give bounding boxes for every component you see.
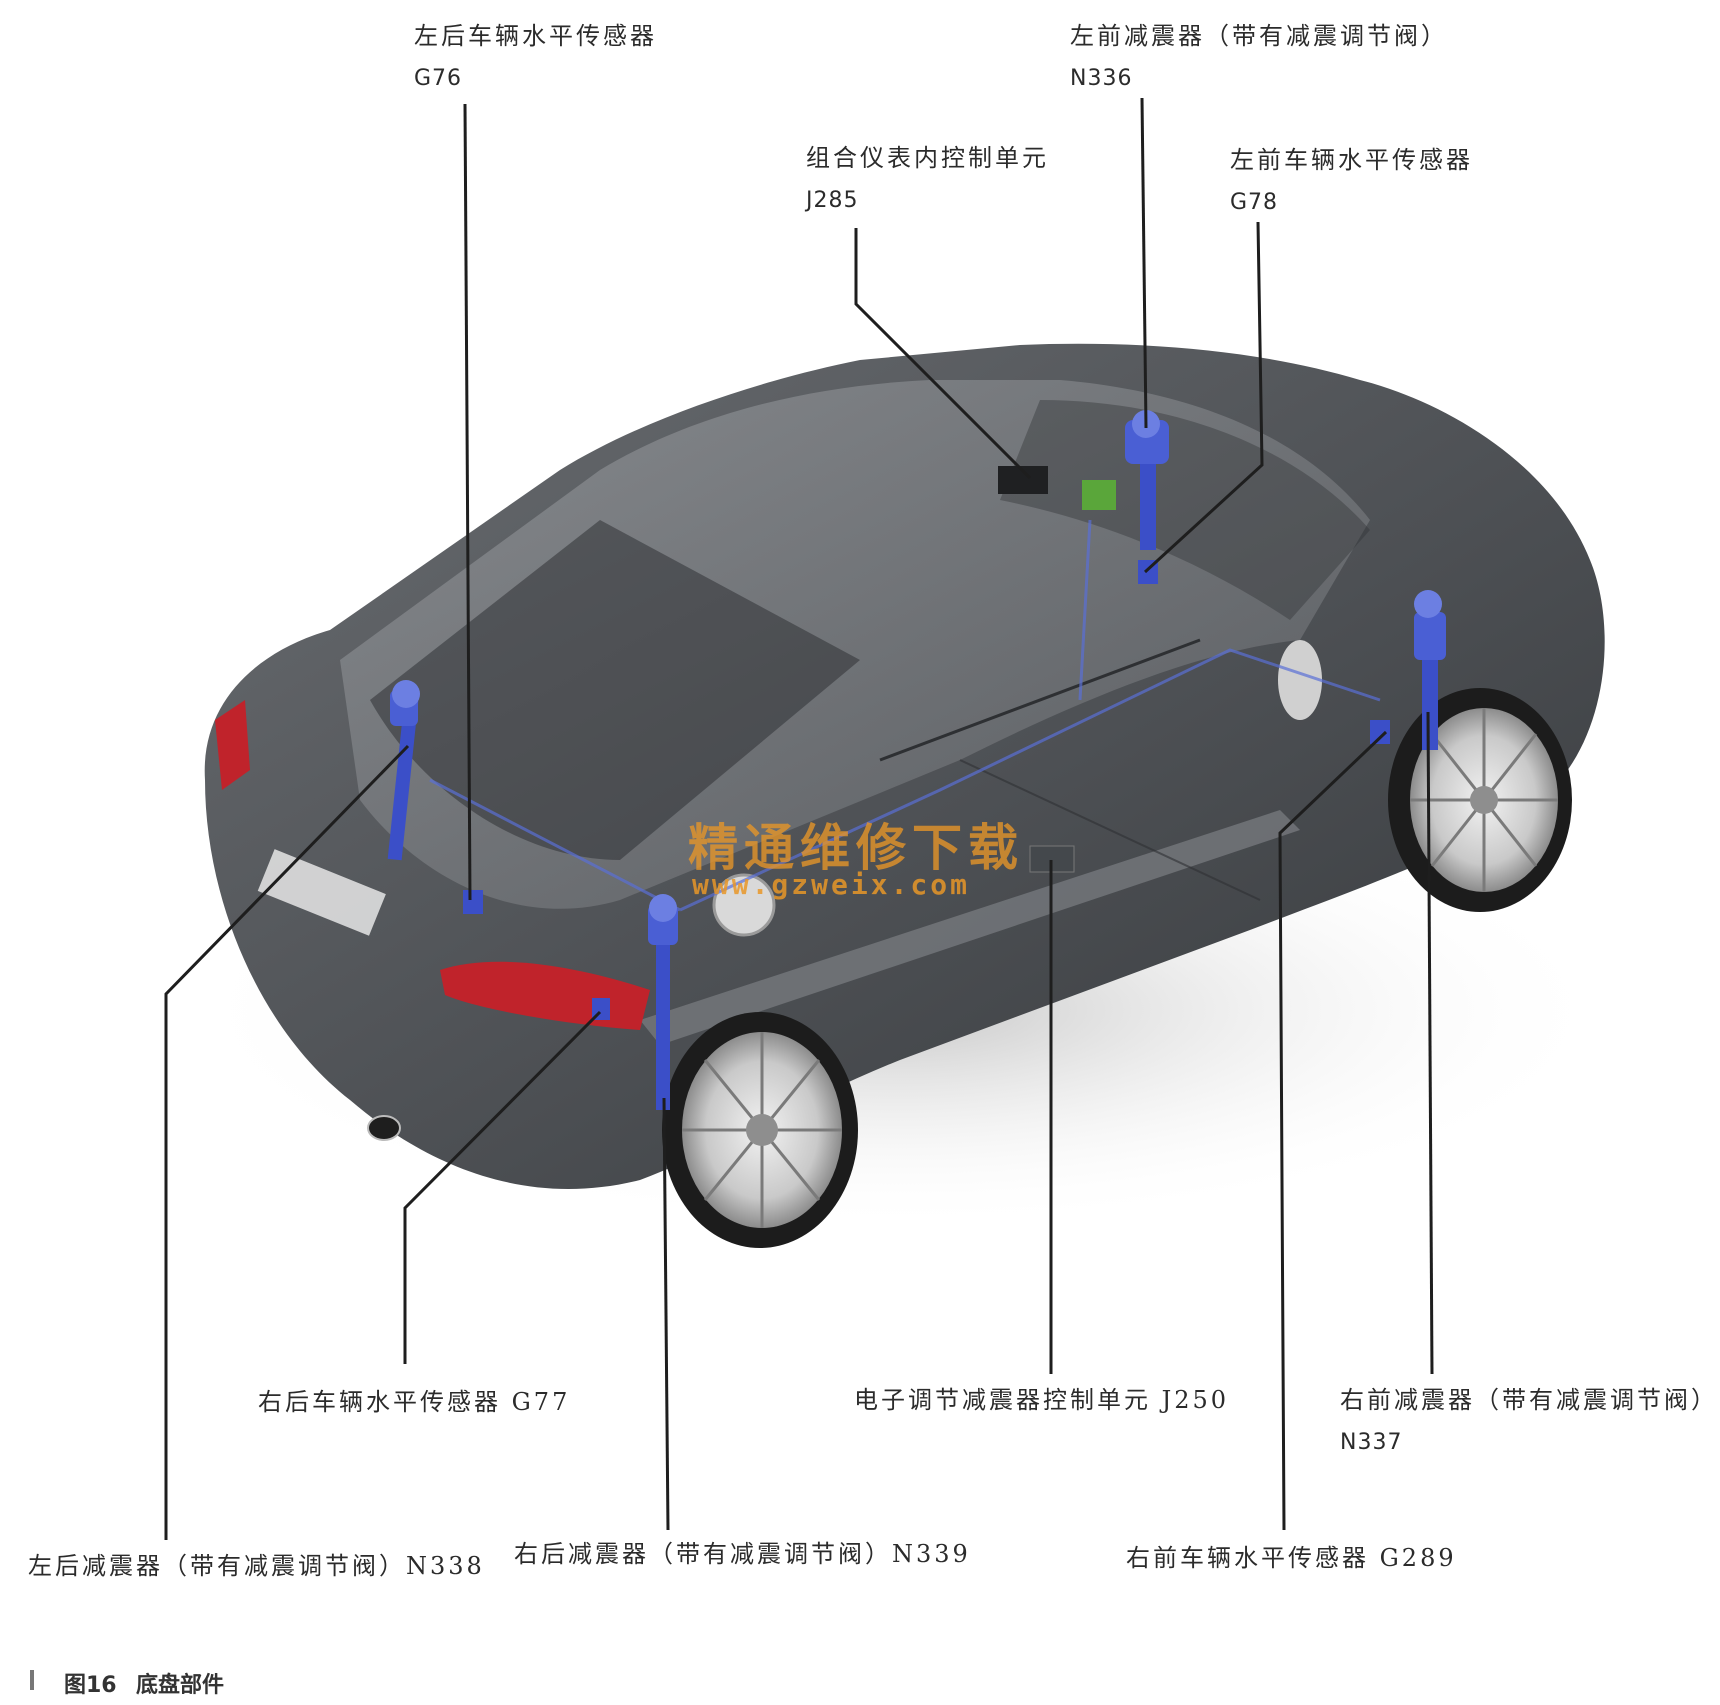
leader-g289: [1278, 730, 1388, 1531]
exhaust: [367, 1115, 401, 1141]
leader-g77: [403, 1010, 602, 1364]
wheel-rear-right: [662, 1012, 858, 1248]
label-g77: 右后车辆水平传感器 G77: [258, 1388, 571, 1416]
leader-g76: [463, 103, 472, 901]
figure-number: 图16: [64, 1673, 117, 1698]
leader-n337: [1426, 711, 1434, 1375]
label-n339: 右后减震器（带有减震调节阀）N339: [514, 1540, 971, 1568]
leader-g78: [1143, 221, 1264, 574]
label-j285-code: J285: [806, 188, 859, 213]
control-unit-green: [1082, 480, 1116, 510]
sensor-g289: [1370, 720, 1390, 744]
label-n336-name: 左前减震器（带有减震调节阀）: [1070, 22, 1448, 50]
leader-n339: [662, 1097, 670, 1531]
label-j285-name: 组合仪表内控制单元: [806, 144, 1049, 172]
leader-n336: [1140, 97, 1148, 429]
strut-rear-right: [648, 894, 678, 1110]
leader-lines: [164, 97, 1434, 1540]
leader-n338: [164, 744, 410, 1540]
label-n337-code: N337: [1340, 1430, 1403, 1455]
caption-marker: [30, 1670, 34, 1690]
wiring-harness: [429, 519, 1381, 912]
wheel-front-right: [1388, 688, 1572, 912]
taillight-left: [215, 700, 250, 790]
label-g78-code: G78: [1230, 190, 1279, 215]
label-g76-code: G76: [414, 66, 463, 91]
label-g76-name: 左后车辆水平传感器: [414, 22, 657, 50]
strut-rear-left: [387, 680, 420, 861]
strut-front-left: [1125, 410, 1169, 550]
leader-j285: [854, 228, 1032, 480]
fuel-cap: [712, 873, 776, 937]
label-n337-name: 右前减震器（带有减震调节阀）: [1340, 1386, 1718, 1414]
sensor-g76: [463, 890, 483, 914]
label-j250: 电子调节减震器控制单元 J250: [854, 1386, 1230, 1414]
label-g289: 右前车辆水平传感器 G289: [1126, 1544, 1457, 1572]
rear-plate: [257, 849, 386, 936]
label-n338: 左后减震器（带有减震调节阀）N338: [28, 1552, 485, 1580]
watermark-url: www.gzweix.com: [692, 868, 971, 901]
car-body: [204, 343, 1605, 1189]
label-g78-name: 左前车辆水平传感器: [1230, 146, 1473, 174]
side-mirror: [1278, 640, 1322, 720]
strut-front-right: [1414, 590, 1446, 750]
label-n336-code: N336: [1070, 66, 1133, 91]
figure-title: 底盘部件: [136, 1673, 225, 1698]
watermark-cn: 精通维修下载: [688, 818, 1024, 877]
